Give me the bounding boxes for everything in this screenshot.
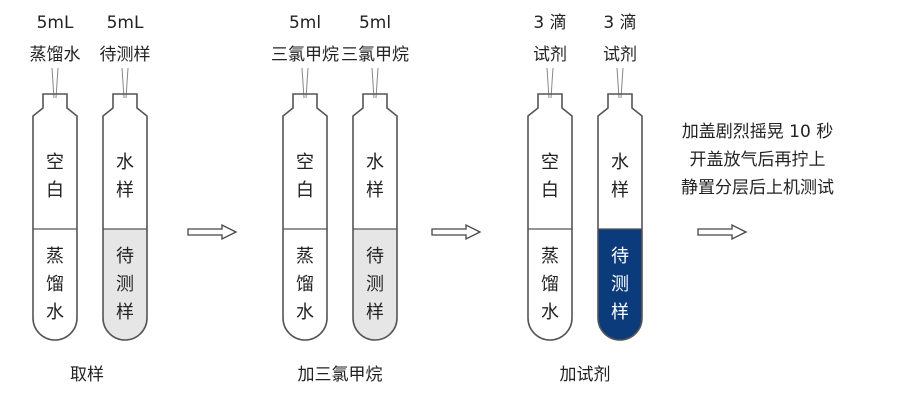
right-arrow-icon xyxy=(431,223,482,241)
reagent-name: 试剂 xyxy=(603,45,637,65)
tube-lower-label: 馏 xyxy=(46,274,64,295)
tube-lower-label: 馏 xyxy=(541,274,559,295)
tube-upper-label: 样 xyxy=(116,180,134,201)
tube-outline xyxy=(32,93,78,341)
reagent-amount: 3 滴 xyxy=(533,13,566,33)
reagent-amount: 5ml xyxy=(289,13,321,33)
tube-upper-label: 白 xyxy=(46,180,64,201)
tube-lower-label: 蒸 xyxy=(296,246,314,267)
step-caption: 加试剂 xyxy=(560,365,611,385)
right-arrow-icon xyxy=(697,223,748,241)
final-instruction-line-3: 静置分层后上机测试 xyxy=(681,178,834,198)
dropper-tip-icon xyxy=(301,67,309,99)
dropper-tip-icon xyxy=(121,67,129,99)
tube-lower-label: 水 xyxy=(296,302,314,323)
reagent-name: 蒸馏水 xyxy=(30,45,81,65)
tube-upper-label: 空 xyxy=(46,152,64,173)
tube-lower-label: 测 xyxy=(611,274,629,295)
dropper-tip-icon xyxy=(371,67,379,99)
liquid-layer xyxy=(598,229,642,340)
dropper-tip-icon xyxy=(51,67,59,99)
final-instruction: 加盖剧烈摇晃 10 秒 开盖放气后再拧上 静置分层后上机测试 xyxy=(655,118,860,202)
reagent-amount: 5mL xyxy=(107,13,144,33)
tube-lower-label: 样 xyxy=(611,302,629,323)
tube-lower-label: 待 xyxy=(116,246,134,267)
step-caption: 取样 xyxy=(70,365,104,385)
reagent-name: 三氯甲烷 xyxy=(341,45,409,65)
tube-lower-label: 蒸 xyxy=(46,246,64,267)
tube-lower-label: 水 xyxy=(541,302,559,323)
reagent-amount: 3 滴 xyxy=(603,13,636,33)
tube-upper-label: 空 xyxy=(296,152,314,173)
tube-lower-label: 测 xyxy=(366,274,384,295)
tube-lower-label: 样 xyxy=(116,302,134,323)
tube-upper-label: 水 xyxy=(366,152,384,173)
tube-outline xyxy=(102,93,148,341)
tube-outline xyxy=(282,93,328,341)
dropper-tip-icon xyxy=(616,67,624,99)
tube-upper-label: 白 xyxy=(541,180,559,201)
liquid-layer xyxy=(353,229,397,340)
reagent-name: 三氯甲烷 xyxy=(271,45,339,65)
tube-upper-label: 水 xyxy=(116,152,134,173)
tube-lower-label: 待 xyxy=(366,246,384,267)
tube-outline xyxy=(597,93,643,341)
tube-upper-label: 样 xyxy=(366,180,384,201)
tube-outline xyxy=(352,93,398,341)
reagent-amount: 5ml xyxy=(359,13,391,33)
tube-lower-label: 样 xyxy=(366,302,384,323)
tube-outline xyxy=(527,93,573,341)
tube-lower-label: 蒸 xyxy=(541,246,559,267)
dropper-tip-icon xyxy=(546,67,554,99)
final-instruction-line-2: 开盖放气后再拧上 xyxy=(689,150,826,170)
tube-upper-label: 样 xyxy=(611,180,629,201)
final-instruction-line-1: 加盖剧烈摇晃 10 秒 xyxy=(681,122,834,142)
right-arrow-icon xyxy=(187,223,238,241)
step-caption: 加三氯甲烷 xyxy=(298,365,383,385)
tube-lower-label: 馏 xyxy=(296,274,314,295)
tube-lower-label: 待 xyxy=(611,246,629,267)
liquid-layer xyxy=(103,229,147,340)
tube-upper-label: 白 xyxy=(296,180,314,201)
tube-lower-label: 水 xyxy=(46,302,64,323)
reagent-name: 待测样 xyxy=(100,45,151,65)
reagent-name: 试剂 xyxy=(533,45,567,65)
tube-lower-label: 测 xyxy=(116,274,134,295)
tube-upper-label: 空 xyxy=(541,152,559,173)
tube-upper-label: 水 xyxy=(611,152,629,173)
reagent-amount: 5mL xyxy=(37,13,74,33)
